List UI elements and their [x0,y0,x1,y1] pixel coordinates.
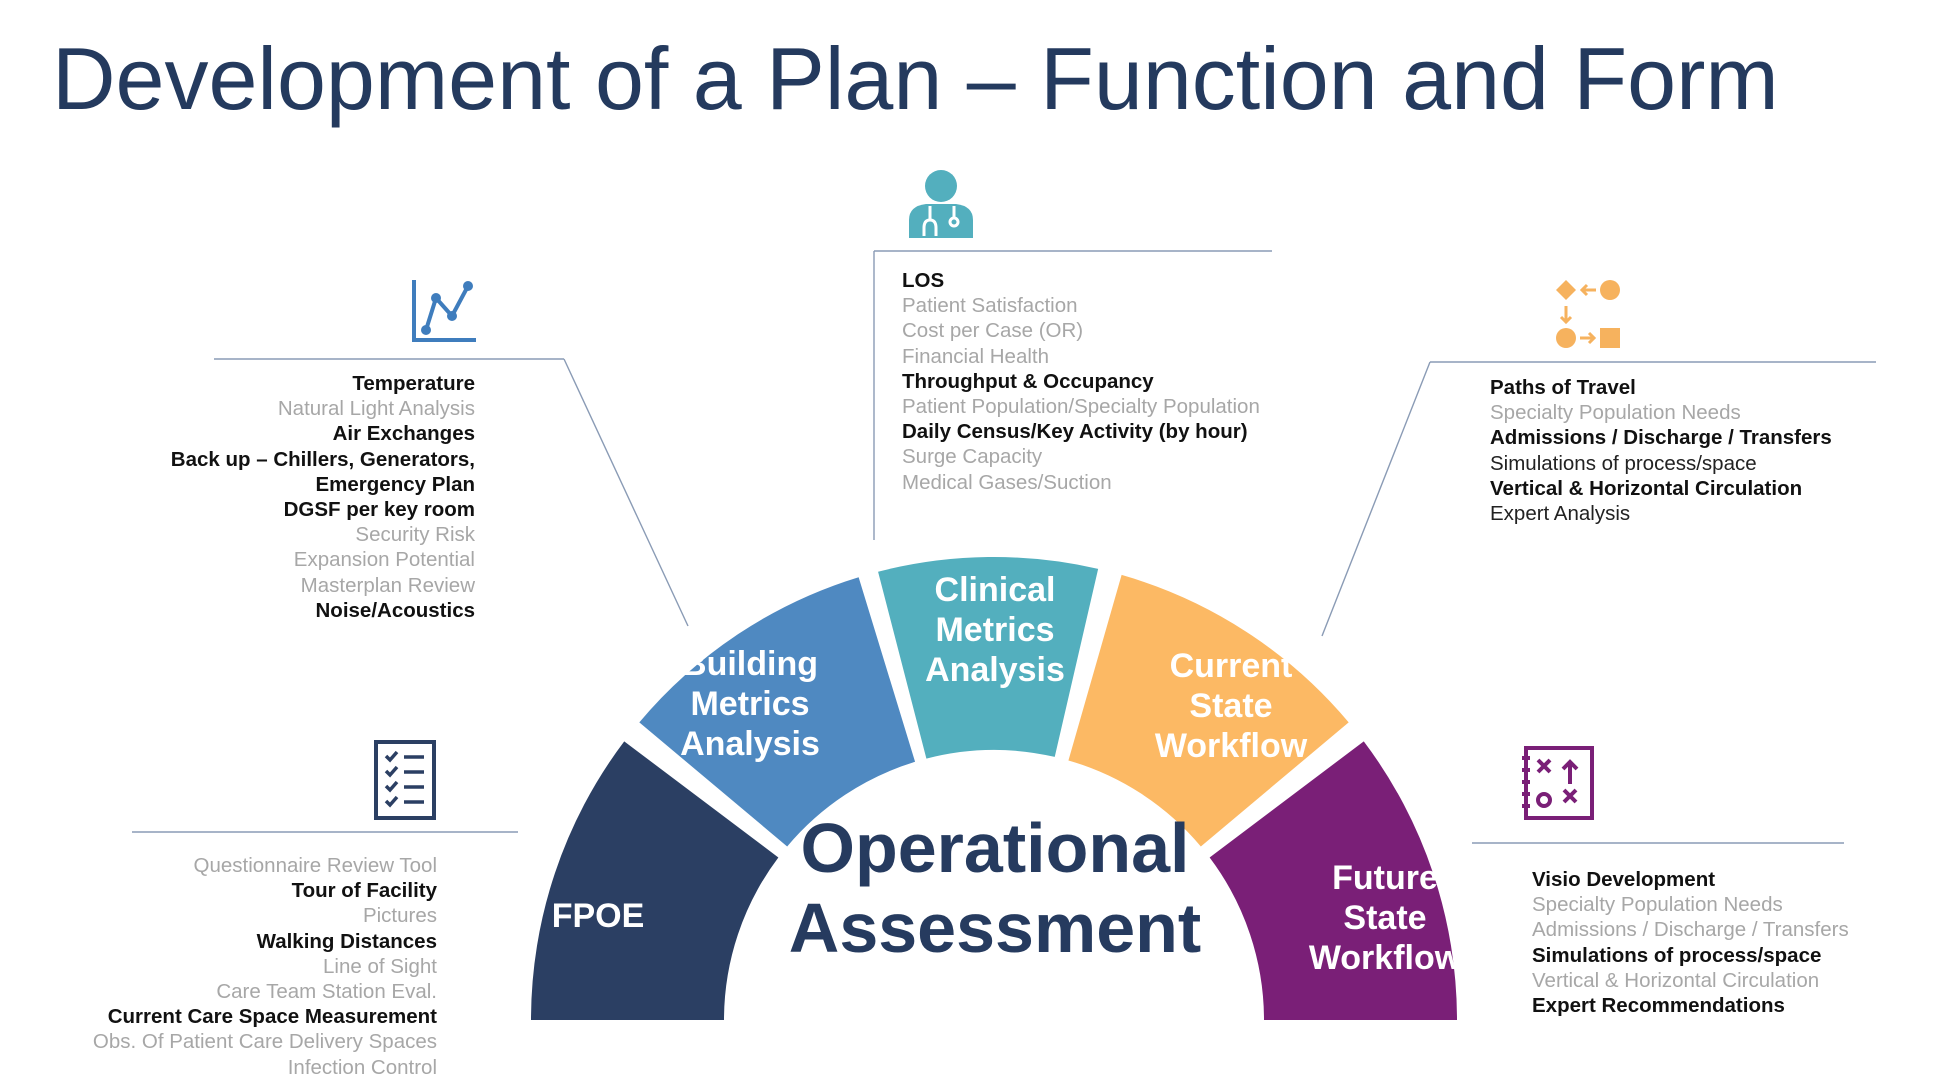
current-state-label: Current State Workflow [1154,647,1308,765]
clinical-list-item: Patient Population/Specialty Population [902,395,1260,419]
connector-lines [132,250,1876,844]
clinical-list-item: Financial Health [902,344,1049,368]
future-list-item: Specialty Population Needs [1532,893,1783,917]
fpoe-list-item: Current Care Space Measurement [107,1005,437,1029]
future-list-item: Vertical & Horizontal Circulation [1532,968,1820,992]
building-list-item: Expansion Potential [293,548,475,572]
fpoe-label: FPOE [551,897,645,935]
building-metrics-segment [639,577,916,847]
slide-title: Development of a Plan – Function and For… [52,29,1779,128]
process-flow-icon [1556,280,1620,348]
building-list-item: Emergency Plan [315,472,475,496]
building-list-item: Security Risk [355,523,475,547]
current-connector-line [1321,361,1431,637]
current-list-item: Specialty Population Needs [1490,401,1741,425]
fpoe-list-item: Infection Control [287,1055,437,1079]
clinical-list-item: LOS [902,269,945,292]
building-list-item: Back up – Chillers, Generators, [170,447,475,471]
current-list-item: Paths of Travel [1490,376,1636,399]
future-list-item: Visio Development [1532,868,1716,891]
fpoe-list-item: Tour of Facility [291,879,437,903]
fpoe-list-item: Walking Distances [256,929,437,953]
current-state-segment [1068,574,1349,847]
building-list-item: Air Exchanges [332,422,475,446]
clinical-metrics-segment [878,557,1099,759]
future-state-label: Future State Workflow [1308,859,1462,977]
future-list-item: Expert Recommendations [1532,994,1785,1018]
future-state-segment [1209,741,1457,1020]
building-list-item: Natural Light Analysis [277,397,475,421]
current-list-item: Vertical & Horizontal Circulation [1490,476,1803,500]
clinical-list-item: Throughput & Occupancy [902,369,1154,393]
clinical-list-item: Cost per Case (OR) [902,319,1084,343]
line-chart-icon [412,280,476,342]
building-list-item: Noise/Acoustics [315,598,476,622]
strategy-board-icon [1522,746,1594,820]
building-list-item: DGSF per key room [283,498,475,522]
clinical-list-item: Medical Gases/Suction [902,470,1112,494]
fpoe-segment [531,741,779,1020]
building-list-item: Temperature [352,372,475,395]
fpoe-list-item: Obs. Of Patient Care Delivery Spaces [92,1030,437,1054]
current-list-item: Admissions / Discharge / Transfers [1490,426,1832,450]
fpoe-list-item: Care Team Station Eval. [216,980,437,1004]
future-list-item: Simulations of process/space [1532,943,1822,967]
building-metrics-label: Building Metrics Analysis [680,645,820,763]
building-connector-line [563,358,689,627]
clinical-list-item: Daily Census/Key Activity (by hour) [902,420,1248,444]
fpoe-list-item: Questionnaire Review Tool [193,854,437,877]
clinical-list-item: Patient Satisfaction [902,294,1078,318]
current-list-item: Simulations of process/space [1490,451,1757,475]
future-list-item: Admissions / Discharge / Transfers [1532,918,1849,942]
clinical-metrics-label: Clinical Metrics Analysis [925,571,1065,689]
current-list-item: Expert Analysis [1490,502,1631,526]
doctor-icon [909,170,973,238]
center-title: Operational Assessment [788,809,1202,967]
fpoe-list-item: Line of Sight [323,954,437,978]
building-list-item: Masterplan Review [300,573,475,597]
checklist-icon [374,740,436,820]
clinical-list-item: Surge Capacity [902,445,1043,469]
fpoe-list-item: Pictures [362,904,437,928]
